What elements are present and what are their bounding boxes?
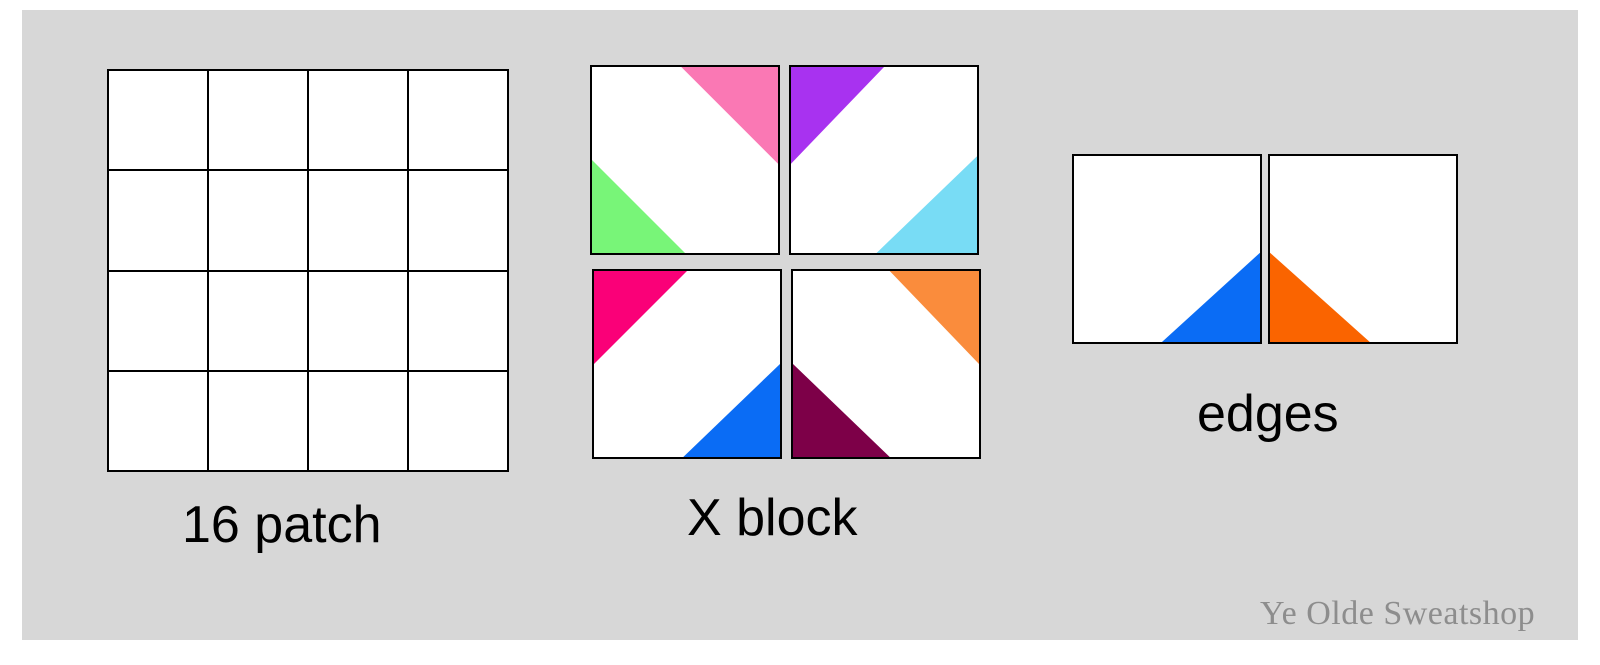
edge-triangles [1161,252,1260,342]
patch-cell [207,269,309,372]
caption-edges: edges [1197,385,1339,443]
triangle-orange-top-right [889,271,979,364]
quadrant-triangles [791,67,977,253]
triangle-green-bottom-left [592,160,685,253]
edges-square-right [1268,154,1458,344]
triangle-blue-bottom-right [683,364,780,457]
sixteen-patch-grid [107,69,509,472]
x-block-figure [590,65,981,461]
quadrant-triangles [594,271,780,457]
edge-triangles [1270,252,1370,342]
patch-cell [307,269,409,372]
triangle-orange-bottom-left [1270,252,1370,342]
patch-cell [107,269,209,372]
patch-cell [307,369,409,472]
watermark-text: Ye Olde Sweatshop [1260,595,1536,632]
patch-cell [407,269,509,372]
patch-cell [407,169,509,272]
patch-cell [107,369,209,472]
caption-sixteen-patch: 16 patch [182,496,382,554]
x-block-quadrant-top-left [590,65,780,255]
patch-cell [207,369,309,472]
patch-cell [407,69,509,172]
edges-figure [1072,154,1462,344]
x-block-quadrant-bottom-left [592,269,782,459]
triangle-blue-bottom-right [1161,252,1260,342]
edges-square-left [1072,154,1262,344]
patch-cell [407,369,509,472]
diagram-panel: 16 patch [22,10,1578,640]
patch-cell [307,69,409,172]
patch-cell [107,69,209,172]
quadrant-triangles [793,271,979,457]
patch-cell [307,169,409,272]
x-block-quadrant-top-right [789,65,979,255]
x-block-quadrant-bottom-right [791,269,981,459]
triangle-maroon-bottom-left [793,364,890,457]
patch-cell [107,169,209,272]
triangle-pink-top-right [681,67,778,164]
patch-cell [207,69,309,172]
triangle-magenta-top-left [594,271,687,364]
triangle-cyan-bottom-right [876,156,977,253]
patch-cell [207,169,309,272]
triangle-purple-top-left [791,67,884,164]
caption-x-block: X block [687,489,858,547]
quadrant-triangles [592,67,778,253]
